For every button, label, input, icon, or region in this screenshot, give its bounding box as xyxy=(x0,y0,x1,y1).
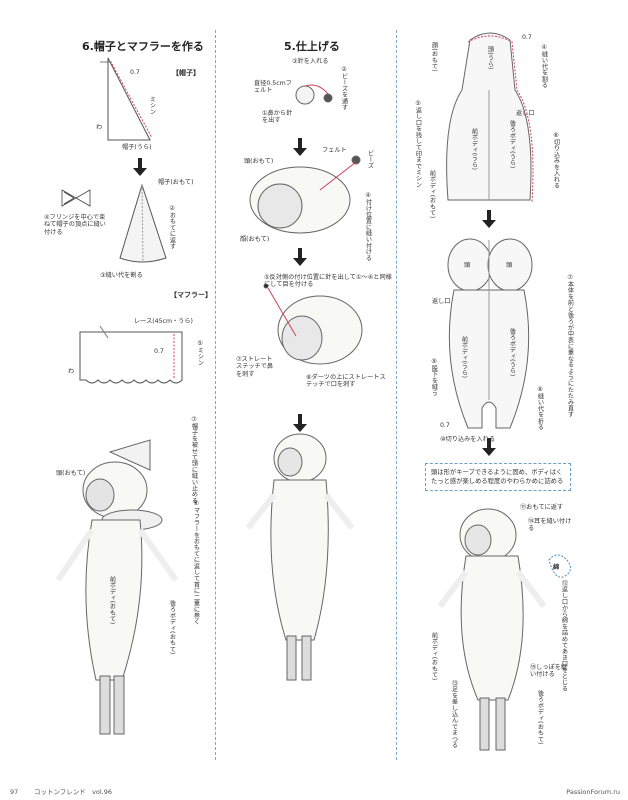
step-12-label: ⑫返し口から綿を詰めてあき口をとじる xyxy=(560,580,568,692)
arrow-down-icon xyxy=(293,414,307,432)
arrow-down-icon xyxy=(293,138,307,156)
body-pattern-folded-diagram xyxy=(447,238,533,429)
muffler-diagram xyxy=(79,325,183,384)
fold-label: わ xyxy=(96,124,103,131)
dimension-label: 0.7 xyxy=(130,69,140,76)
opening-label: 返し口 xyxy=(432,298,451,305)
front-body-front-label: 前ボディ(おもて) xyxy=(428,170,436,219)
step-6-label: ⑥マフラーをおもてに返して首に二重に巻く xyxy=(192,500,200,625)
dimension-label: 0.7 xyxy=(440,422,450,429)
arrow-down-icon xyxy=(482,210,496,228)
section-5-title: 5.仕上げる xyxy=(284,40,340,53)
magazine-volume: vol.96 xyxy=(92,788,112,796)
magazine-name: コットンフレンド xyxy=(34,788,86,796)
page-number: 97 xyxy=(10,788,19,796)
body-pattern-open-diagram xyxy=(446,32,534,203)
step-7-label: ⑦ストレートステッチで鼻を刺す xyxy=(236,356,274,378)
muffler-label: 【マフラー】 xyxy=(170,291,212,299)
head-back-label: 頭(うら) xyxy=(486,46,494,70)
sheep-face-stitch-diagram xyxy=(263,283,363,365)
step-7-label: ⑦本体を前と後ろが中表に重なるようにたたみ直す xyxy=(566,274,574,418)
lace-label: レース(45cm・うら) xyxy=(134,318,193,325)
step-14-label: ⑭耳を縫い付ける xyxy=(528,518,572,533)
dimension-label: 0.7 xyxy=(522,34,532,41)
head-front-label: 頭(おもて) xyxy=(56,470,86,477)
beads-label: ビーズ xyxy=(366,150,374,169)
head-right-label: 頭 xyxy=(506,262,513,269)
hat-cone-diagram xyxy=(119,183,167,263)
head-label: 頭(おもて) xyxy=(244,158,274,165)
stuffed-sheep-illustration xyxy=(437,508,571,751)
column-divider xyxy=(396,30,397,760)
step-8-label: ⑧縫い代を折る xyxy=(536,386,544,431)
step-2-label: ②おもてに返す xyxy=(168,205,176,250)
dimension-label: 0.7 xyxy=(154,348,164,355)
step-4-label: ④縫い代を割る xyxy=(540,44,548,89)
step-15-label: ⑮しっぽを縫い付ける xyxy=(530,664,568,679)
front-body-front-label: 前ボディ(おもて) xyxy=(430,632,438,681)
step-6-label: ⑥切り込みを入れる xyxy=(552,132,560,189)
face-label: 顔(おもて) xyxy=(430,42,438,72)
front-body-label: 前ボディ(うら) xyxy=(470,128,478,171)
hat-label: 【帽子】 xyxy=(172,69,200,77)
section-6-title: 6.帽子とマフラーを作る xyxy=(82,40,204,53)
hat-back-label: 帽子(うら) xyxy=(122,144,152,151)
back-body-label: 後ろボディ(うら) xyxy=(508,328,516,377)
face-label: 顔(おもて) xyxy=(240,236,270,243)
step-10-label: ⑩切り込みを入れる xyxy=(440,436,496,443)
column-divider xyxy=(215,30,216,760)
bead-thread-label: ②ビーズを通す xyxy=(340,66,348,111)
step-5-machine-label: ⑤ミシン xyxy=(196,340,204,366)
step-1-label: ①鼻から針を出す xyxy=(262,110,293,125)
sheep-head-eye-diagram xyxy=(249,155,361,234)
step-5-label: ⑤反対側の付け位置に針を出して①〜④と同様にして目を付ける xyxy=(264,274,392,289)
head-left-label: 頭 xyxy=(464,262,471,269)
felt-label: フェルト xyxy=(322,147,347,154)
step-6-label: ⑥ダーツの上にストレートステッチで口を刺す xyxy=(306,374,386,389)
arrow-down-icon xyxy=(293,248,307,266)
step-9-label: ⑨股下を縫う xyxy=(430,358,438,396)
finished-sheep-illustration xyxy=(245,433,355,681)
back-body-label: 後ろボディ(うら) xyxy=(508,120,516,169)
fold-label: わ xyxy=(68,368,75,375)
hat-front-label: 帽子(おもて) xyxy=(158,179,194,186)
step-7-label: ⑦帽子を被せて頭に縫い止める xyxy=(190,416,198,504)
watermark-site: PassionForum.ru xyxy=(566,788,620,796)
step-4-label: ④フリンジを中心で束ねて帽子の頂点に縫い付ける xyxy=(44,214,106,236)
step-5-label: ⑤返し口を残して印までミシン xyxy=(414,100,422,188)
arrow-down-icon xyxy=(482,438,496,456)
front-body-label: 前ボディ(うら) xyxy=(460,336,468,379)
felt-size-label: 直径0.5cmフェルト xyxy=(254,80,292,95)
step-13-label: ⑬足を差し込んでまつる xyxy=(450,680,458,749)
opening-label: 返し口 xyxy=(516,110,535,117)
back-body-front-label: 後ろボディ(おもて) xyxy=(536,690,544,745)
hat-back-diagram xyxy=(100,57,153,141)
fringe-bow-icon xyxy=(61,189,91,207)
machine-label: ミシン xyxy=(148,96,156,115)
step-11-label: ⑪おもてに返す xyxy=(520,504,564,511)
back-body-label: 後ろボディ(おもて) xyxy=(168,600,176,655)
felt-eye-diagram xyxy=(295,84,333,105)
front-body-label: 前ボディ(おもて) xyxy=(108,576,116,625)
step-3-label: ③縫い代を割る xyxy=(100,272,143,279)
step-3-label: ③針を入れる xyxy=(292,58,329,65)
step-4-label: ④付け位置に縫い付ける xyxy=(364,192,372,261)
stuffing-note: 頭は形がキープできるように固め、ボディはくたっと感が楽しめる程度のやわらかめに詰… xyxy=(425,463,571,492)
sheep-with-hat-illustration xyxy=(55,439,179,735)
stuffing-label: 綿 xyxy=(553,564,560,571)
arrow-down-icon xyxy=(133,158,147,176)
